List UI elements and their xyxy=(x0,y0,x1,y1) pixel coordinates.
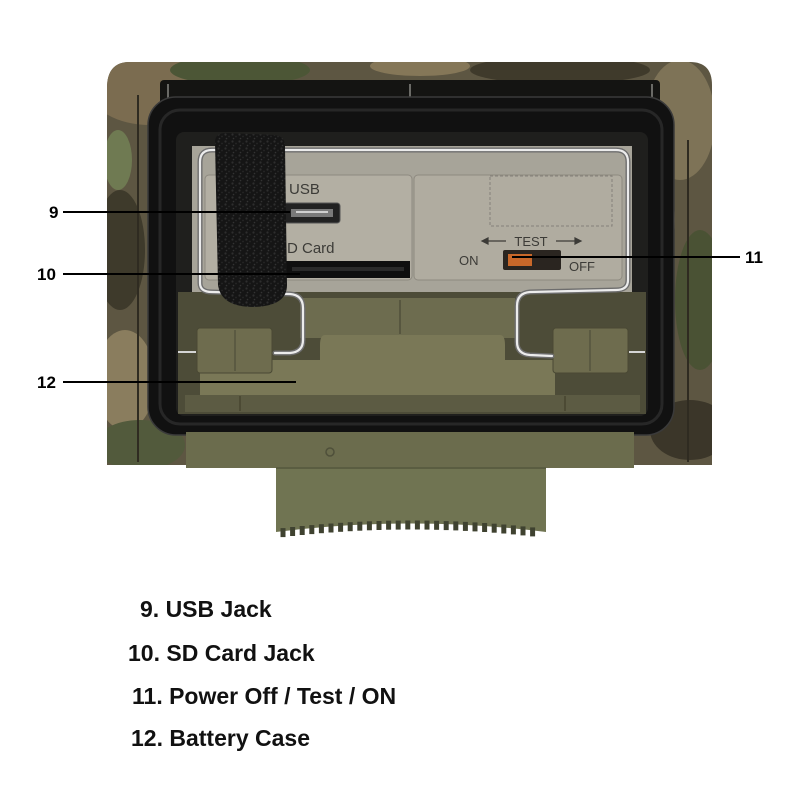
handle-ridge xyxy=(318,524,324,534)
handle-ridge xyxy=(491,523,497,533)
handle-ridge xyxy=(366,521,372,531)
handle-ridge xyxy=(309,525,315,535)
battery-case xyxy=(178,292,646,414)
on-print-label: ON xyxy=(459,253,479,268)
handle-ridge xyxy=(520,526,526,536)
handle-ridge xyxy=(290,527,296,536)
handle-ridge xyxy=(530,527,536,537)
handle-ridge xyxy=(395,520,401,530)
handle-ridge xyxy=(462,521,468,531)
handle-ridge xyxy=(328,523,334,533)
handle-ridge xyxy=(338,522,344,532)
test-print-label: TEST xyxy=(514,234,547,249)
off-print-label: OFF xyxy=(569,259,595,274)
door-handle xyxy=(276,467,546,538)
legend-item-battery-case: 12. Battery Case xyxy=(131,725,310,751)
wire-latch xyxy=(197,147,631,359)
handle-ridge xyxy=(434,520,440,530)
callout-number-9: 9 xyxy=(49,203,58,222)
handle-ridge xyxy=(443,521,449,531)
handle-ridge xyxy=(510,525,516,535)
mode-switch xyxy=(503,250,561,270)
velcro-strap xyxy=(215,133,287,307)
handle-ridge xyxy=(386,520,392,530)
handle-ridge xyxy=(424,520,430,530)
handle-ridge xyxy=(357,521,363,531)
usb-print-label: USB xyxy=(289,181,320,198)
handle-ridge xyxy=(472,522,478,532)
callout-lines xyxy=(63,211,740,383)
handle-ridge xyxy=(299,526,305,535)
door-tab xyxy=(186,432,634,468)
legend-item-sd-card-jack: 10. SD Card Jack xyxy=(128,640,315,666)
sd-card-print-label: SD Card xyxy=(277,240,335,257)
handle-ridge xyxy=(347,522,353,532)
handle-ridge xyxy=(280,528,286,538)
handle-ridge xyxy=(376,521,382,530)
callout-number-11: 11 xyxy=(745,248,763,267)
handle-ridge xyxy=(482,523,488,532)
legend-item-usb-jack: 9. USB Jack xyxy=(140,596,272,622)
handle-ridge xyxy=(405,520,411,530)
handle-ridge xyxy=(501,524,507,534)
handle-ridge xyxy=(453,521,459,531)
legend-item-power-switch: 11. Power Off / Test / ON xyxy=(132,683,397,709)
usb-port xyxy=(283,202,341,224)
callout-number-12: 12 xyxy=(37,373,56,392)
test-arrows xyxy=(480,237,583,245)
callout-number-10: 10 xyxy=(37,265,56,284)
handle-ridge xyxy=(414,520,420,530)
sd-card-slot xyxy=(286,261,410,278)
